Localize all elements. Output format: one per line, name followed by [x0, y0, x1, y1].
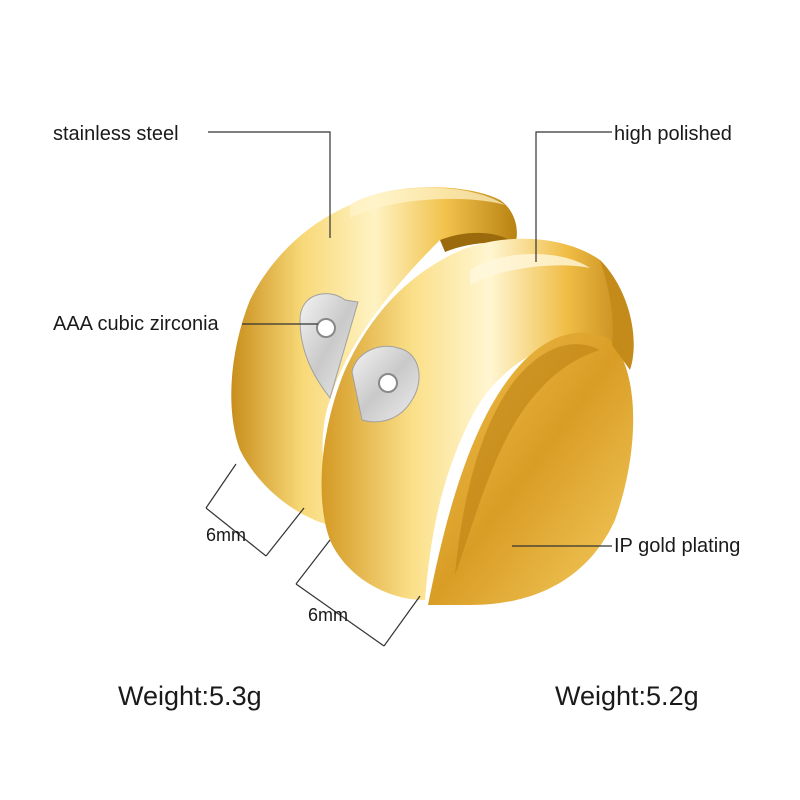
right-width-label: 6mm	[308, 605, 348, 625]
right-ring-inner-shadow	[455, 344, 600, 575]
left-width-arrow	[205, 507, 267, 557]
right-ring-rim-edge	[600, 260, 634, 370]
high-polished-leader	[535, 131, 612, 262]
right-width-line-a	[295, 539, 331, 585]
left-ring-band	[231, 187, 517, 528]
right-width-arrow	[295, 583, 385, 647]
left-ring-heart-half	[299, 293, 359, 400]
left-width-line-b	[265, 507, 305, 557]
left-ring-top-edge	[350, 187, 505, 218]
leader-lines	[205, 131, 612, 647]
left-weight-label: Weight:5.3g	[118, 681, 262, 711]
stainless-steel-label: stainless steel	[53, 123, 179, 145]
stainless-steel-leader	[208, 131, 331, 238]
right-ring-outer-band	[321, 238, 629, 601]
left-width-label: 6mm	[206, 525, 246, 545]
right-weight-label: Weight:5.2g	[555, 681, 699, 711]
right-zirconia-stone	[378, 373, 398, 393]
right-ring-highlight	[470, 253, 590, 285]
left-ring-rim	[440, 232, 515, 252]
left-zirconia-stone	[316, 318, 336, 338]
right-width-line-b	[383, 595, 421, 647]
left-width-line-a	[205, 463, 237, 509]
right-ring	[321, 238, 634, 605]
left-ring	[231, 187, 517, 528]
cubic-zirconia-label: AAA cubic zirconia	[53, 313, 219, 335]
right-ring-inner-surface	[428, 332, 634, 605]
ip-gold-plating-label: IP gold plating	[614, 535, 741, 557]
high-polished-label: high polished	[614, 123, 732, 145]
